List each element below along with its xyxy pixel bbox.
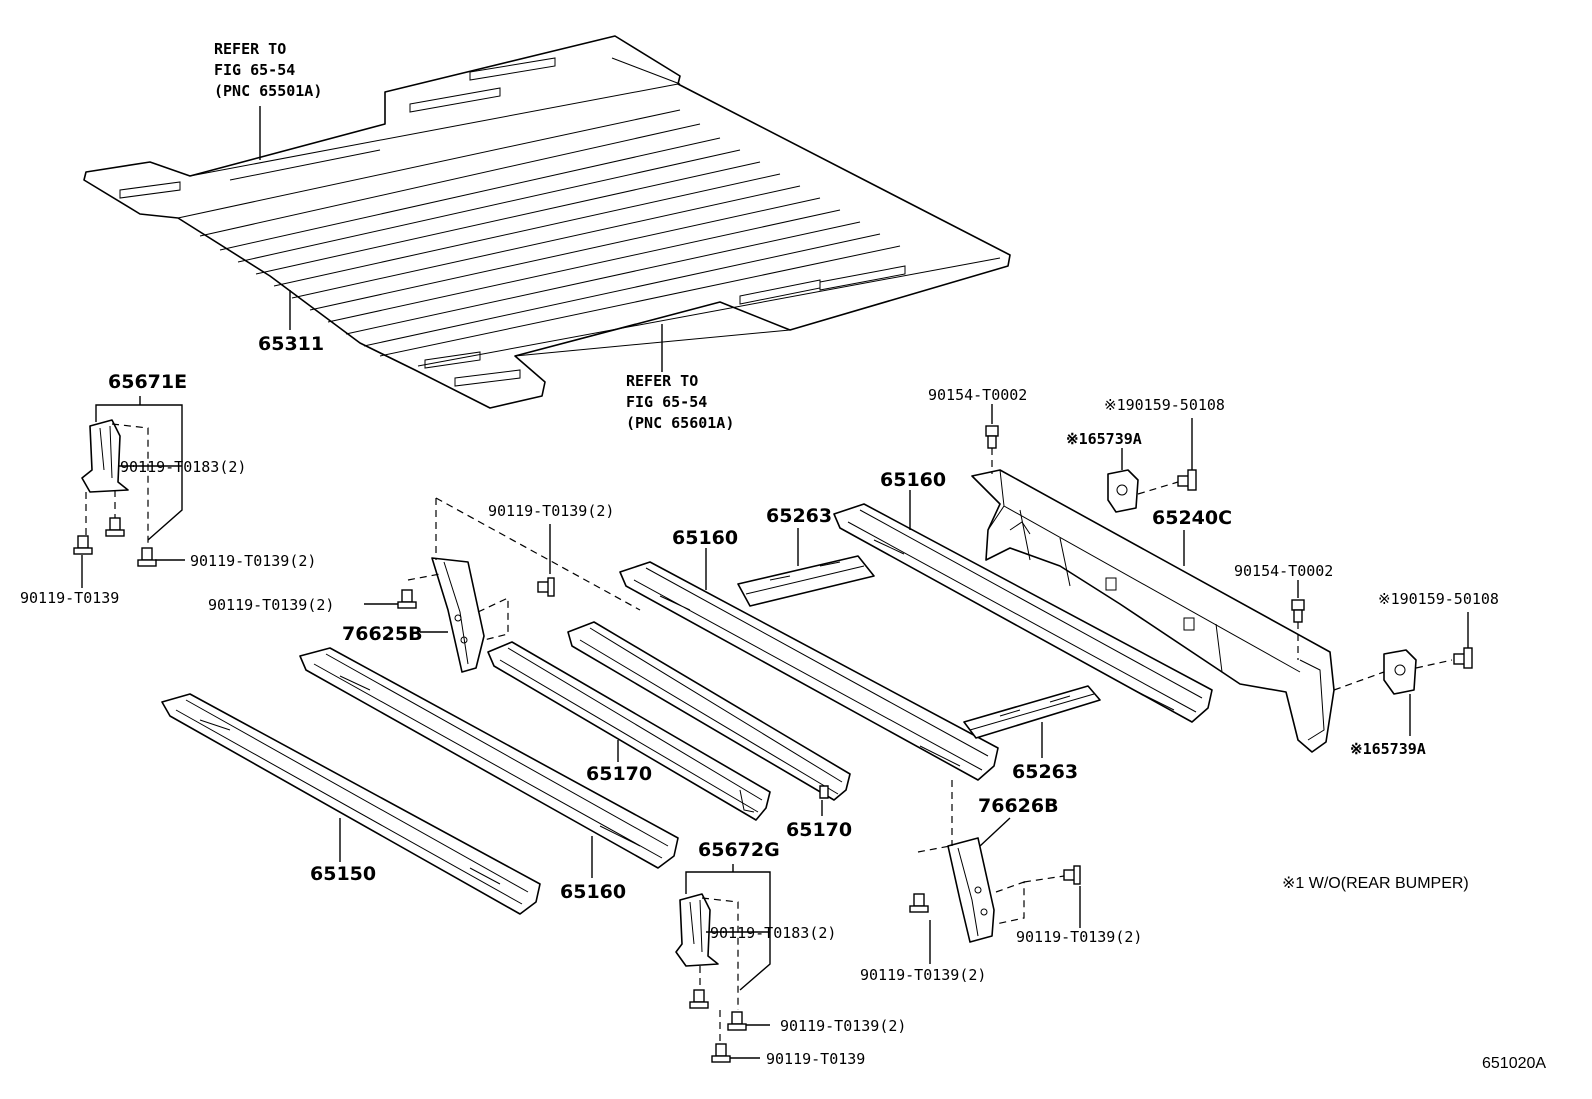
refer-top-line3: (PNC 65501A) xyxy=(214,82,322,100)
nut-90154-T0002-right xyxy=(1291,599,1305,623)
refer-bottom-line3: (PNC 65601A) xyxy=(626,414,734,432)
footnote: ※1 W/O(REAR BUMPER) xyxy=(1282,875,1469,892)
label-fastener-90119-T0139-center-2[interactable]: 90119-T0139(2) xyxy=(780,1017,906,1035)
label-76625B[interactable]: 76625B xyxy=(342,623,423,645)
bolt-76625B-right xyxy=(537,577,555,597)
bolt-90119-T0139-left-a xyxy=(73,535,93,555)
label-65671E[interactable]: 65671E xyxy=(108,371,187,393)
label-65170-b[interactable]: 65170 xyxy=(786,819,852,841)
refer-top-line2: FIG 65-54 xyxy=(214,61,295,79)
brace-65263-lower[interactable] xyxy=(963,685,1101,739)
label-65672G[interactable]: 65672G xyxy=(698,839,780,861)
bolt-76625B-left xyxy=(397,589,417,609)
gusset-76626B[interactable] xyxy=(947,837,995,943)
nut-90154-T0002-top xyxy=(985,425,999,449)
label-fastener-90119-T0183-center[interactable]: 90119-T0183(2) xyxy=(710,924,836,942)
label-fastener-90119-T0139-center[interactable]: 90119-T0139 xyxy=(766,1050,865,1068)
label-65150[interactable]: 65150 xyxy=(310,863,376,885)
bolt-76626B-left xyxy=(909,893,929,913)
label-fastener-90119-T0183-left[interactable]: 90119-T0183(2) xyxy=(120,458,246,476)
sill-65160-front[interactable] xyxy=(299,647,679,869)
bracket-65671E[interactable] xyxy=(81,419,149,550)
bolt-76626B-right xyxy=(1063,865,1081,885)
bolt-90119-T0183-left xyxy=(105,517,125,537)
sill-65150[interactable] xyxy=(161,693,541,915)
pad-165739A-lower[interactable] xyxy=(1383,649,1417,695)
bracket-65672G[interactable] xyxy=(675,893,739,1010)
bolt-90119-T0139-center-a xyxy=(727,1011,747,1031)
figure-id: 651020A xyxy=(1482,1055,1546,1072)
label-fastener-90119-T0139-left[interactable]: 90119-T0139 xyxy=(20,589,119,607)
label-65263-upper[interactable]: 65263 xyxy=(766,505,832,527)
label-fastener-90119-T0139-76626B-left[interactable]: 90119-T0139(2) xyxy=(860,966,986,984)
refer-bottom-line1: REFER TO xyxy=(626,372,698,390)
label-65160-mid[interactable]: 65160 xyxy=(672,527,738,549)
label-fastener-90119-T0139-gusset-left[interactable]: 90119-T0139(2) xyxy=(208,596,334,614)
bolt-190159-50108-lower xyxy=(1453,647,1473,669)
label-fastener-90119-T0139-76626B-right[interactable]: 90119-T0139(2) xyxy=(1016,928,1142,946)
bolt-90119-T0139-center-b xyxy=(711,1043,731,1063)
label-65160-front[interactable]: 65160 xyxy=(560,881,626,903)
crossmember-65170-b[interactable] xyxy=(567,621,851,801)
label-76626B[interactable]: 76626B xyxy=(978,795,1059,817)
label-65240C[interactable]: 65240C xyxy=(1152,507,1232,529)
brace-65263-upper[interactable] xyxy=(737,555,875,607)
label-65170-a[interactable]: 65170 xyxy=(586,763,652,785)
label-65160-rear[interactable]: 65160 xyxy=(880,469,946,491)
sill-65160-rear[interactable] xyxy=(833,503,1213,723)
gusset-76625B[interactable] xyxy=(431,557,485,673)
label-165739A-upper[interactable]: ※165739A xyxy=(1066,430,1142,448)
bolt-90119-T0183-center xyxy=(689,989,709,1009)
label-fastener-90154-T0002-top[interactable]: 90154-T0002 xyxy=(928,386,1027,404)
label-65311[interactable]: 65311 xyxy=(258,333,324,355)
label-fastener-190159-50108-lower[interactable]: ※190159-50108 xyxy=(1378,590,1499,608)
label-fastener-90119-T0139-gusset-right[interactable]: 90119-T0139(2) xyxy=(488,502,614,520)
label-fastener-190159-50108-upper[interactable]: ※190159-50108 xyxy=(1104,396,1225,414)
crossmember-65170-a[interactable] xyxy=(487,641,771,821)
label-fastener-90119-T0139-left-2[interactable]: 90119-T0139(2) xyxy=(190,552,316,570)
sill-65160-mid[interactable] xyxy=(619,561,999,781)
refer-bottom-line2: FIG 65-54 xyxy=(626,393,707,411)
rear-member-65240C[interactable] xyxy=(971,469,1335,753)
label-65263-lower[interactable]: 65263 xyxy=(1012,761,1078,783)
label-165739A-lower[interactable]: ※165739A xyxy=(1350,740,1426,758)
label-fastener-90154-T0002-right[interactable]: 90154-T0002 xyxy=(1234,562,1333,580)
refer-top-line1: REFER TO xyxy=(214,40,286,58)
floor-panel-65311[interactable] xyxy=(83,35,1011,409)
pad-165739A-upper[interactable] xyxy=(1107,469,1139,513)
bolt-190159-50108-upper xyxy=(1177,469,1197,491)
bolt-90119-T0139-left-b xyxy=(137,547,157,567)
